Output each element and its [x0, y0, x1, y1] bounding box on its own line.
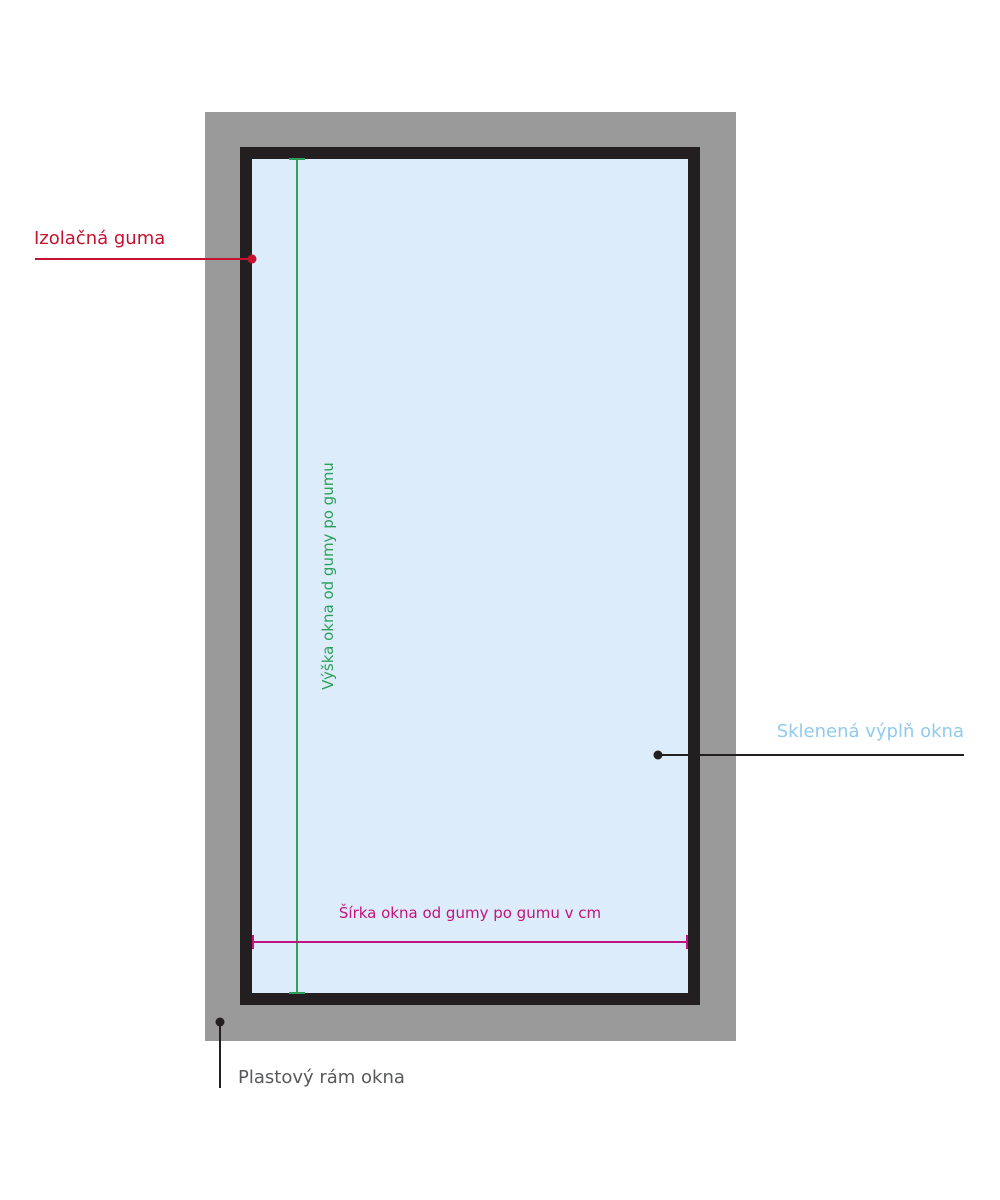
seal-leader-dot: [247, 254, 257, 264]
width-dimension-label: Šírka okna od gumy po gumu v cm: [339, 903, 601, 922]
frame-callout: Plastový rám okna: [215, 1017, 405, 1088]
seal-label: Izolačná guma: [34, 228, 165, 249]
glass-pane: [252, 159, 688, 993]
seal-callout: Izolačná guma: [34, 228, 257, 264]
height-dimension: Výška okna od gumy po gumu: [289, 158, 337, 994]
frame-leader-dot: [215, 1017, 225, 1027]
width-dimension: Šírka okna od gumy po gumu v cm: [252, 903, 688, 949]
glass-label: Sklenená výplň okna: [777, 721, 964, 742]
height-dimension-label: Výška okna od gumy po gumu: [319, 462, 337, 690]
glass-leader-dot: [653, 750, 663, 760]
glass-callout: Sklenená výplň okna: [653, 721, 964, 760]
frame-label: Plastový rám okna: [238, 1067, 405, 1088]
